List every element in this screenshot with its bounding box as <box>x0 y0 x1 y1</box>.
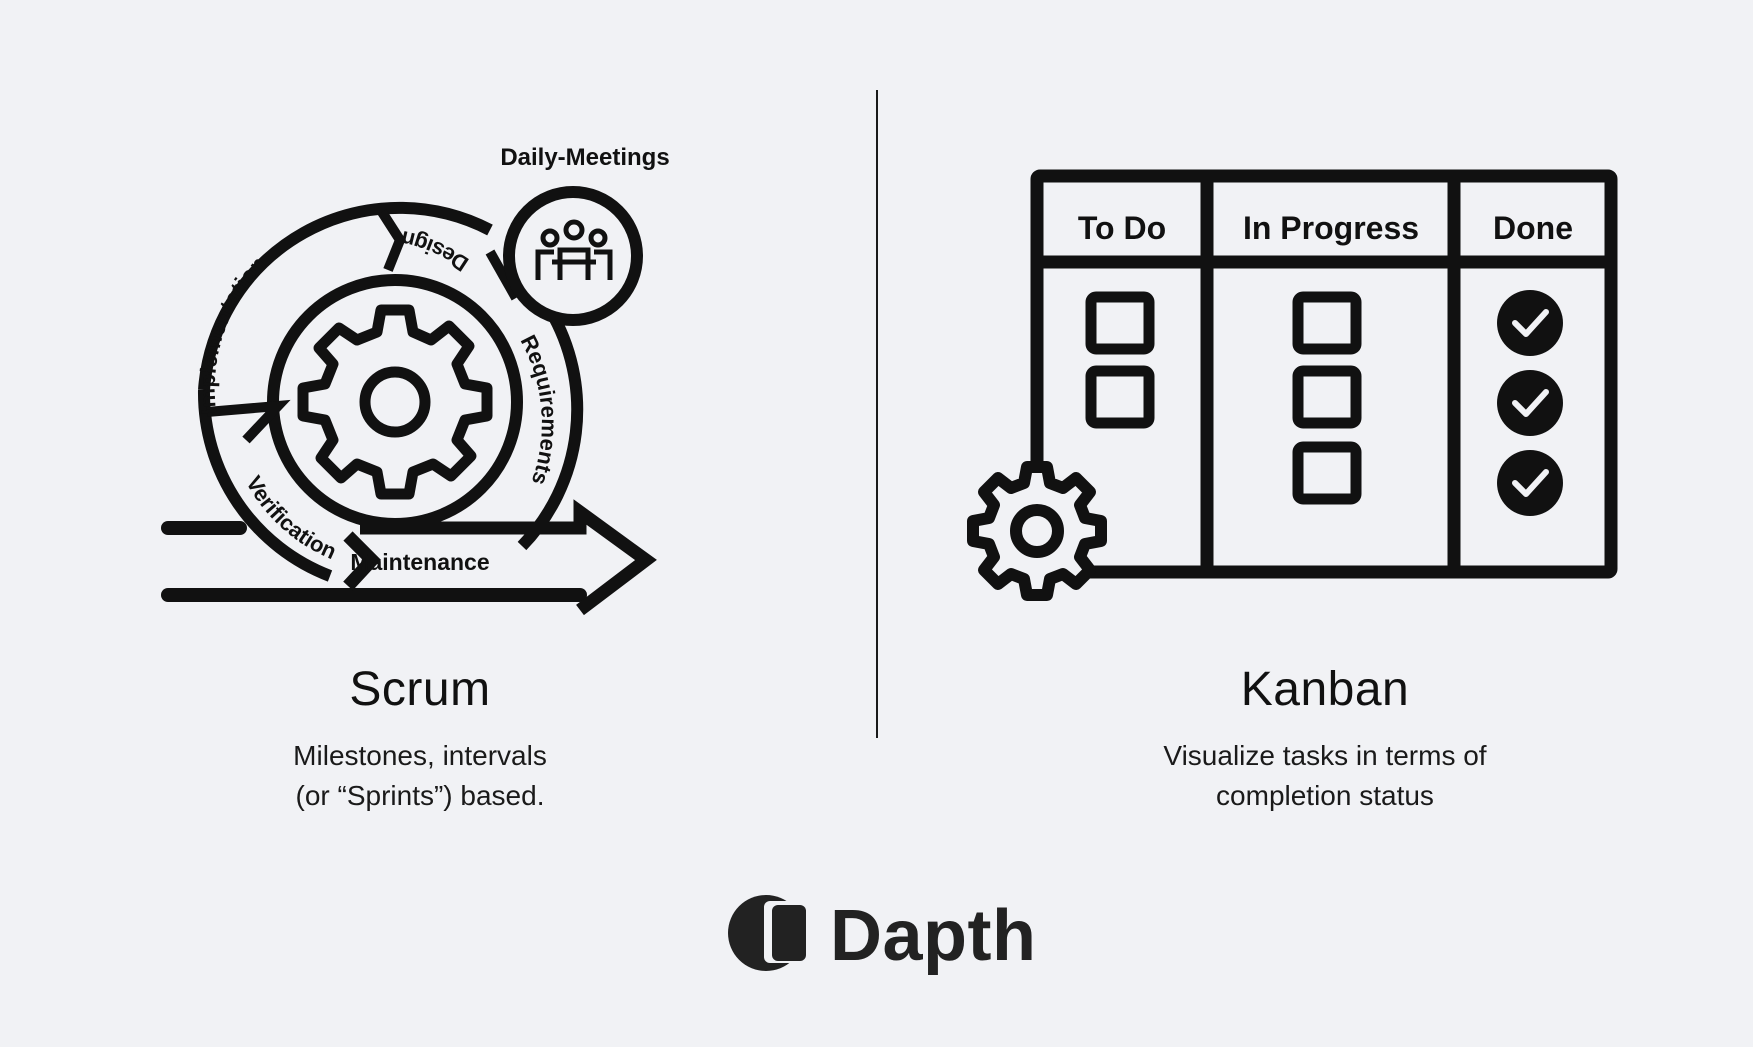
kanban-description-line: completion status <box>1216 780 1434 811</box>
scrum-description: Milestones, intervals (or “Sprints”) bas… <box>120 736 720 816</box>
todo-task-checkbox <box>1085 291 1155 355</box>
scrum-diagram: Implementation Design Requirements Verif… <box>161 144 670 616</box>
daily-meetings-icon <box>503 186 643 326</box>
in-progress-task-checkbox <box>1292 291 1362 355</box>
implementation-label: Implementation <box>195 251 271 416</box>
scrum-gear-icon <box>297 304 493 500</box>
scrum-description-line: Milestones, intervals <box>293 740 547 771</box>
column-header-done: Done <box>1493 210 1573 246</box>
brand-logo-icon <box>728 895 806 971</box>
svg-text:Implementation: Implementation <box>195 251 271 416</box>
brand-name: Dapth <box>830 896 1037 976</box>
scrum-arrow <box>161 499 657 616</box>
done-check-icon <box>1497 450 1563 516</box>
design-label: Design <box>399 226 473 277</box>
in-progress-task-checkbox <box>1292 365 1362 429</box>
kanban-description-line: Visualize tasks in terms of <box>1163 740 1487 771</box>
todo-task-checkbox <box>1085 365 1155 429</box>
kanban-description: Visualize tasks in terms of completion s… <box>1025 736 1625 816</box>
column-header-todo: To Do <box>1078 210 1166 246</box>
column-header-in-progress: In Progress <box>1243 210 1419 246</box>
scrum-description-line: (or “Sprints”) based. <box>295 780 545 811</box>
kanban-gear-icon <box>967 461 1107 601</box>
maintenance-label: Maintenance <box>350 549 489 575</box>
kanban-board: To Do In Progress Done <box>967 169 1618 601</box>
section-divider <box>876 90 878 738</box>
kanban-title: Kanban <box>1240 663 1410 716</box>
scrum-title: Scrum <box>349 663 491 716</box>
done-check-icon <box>1497 290 1563 356</box>
daily-meetings-label: Daily-Meetings <box>500 144 669 171</box>
done-check-icon <box>1497 370 1563 436</box>
svg-text:Design: Design <box>399 226 473 277</box>
in-progress-task-checkbox <box>1292 441 1362 505</box>
